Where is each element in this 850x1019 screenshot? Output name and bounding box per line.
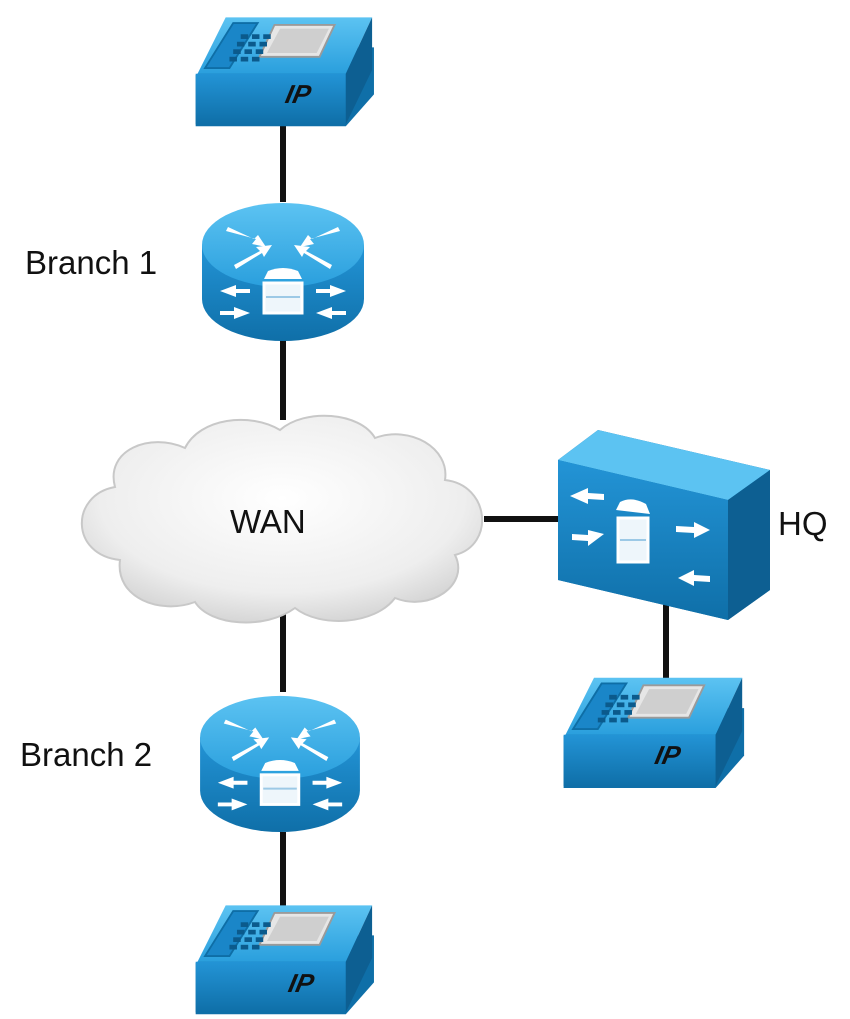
- call-manager-hq: [558, 430, 770, 620]
- ip-phone-branch2: IP: [194, 904, 375, 1016]
- call-manager-icon: [558, 430, 770, 620]
- voice-router-icon: [198, 694, 362, 834]
- branch1-label: Branch 1: [25, 244, 157, 281]
- router-branch2: [198, 694, 362, 834]
- ip-phone-hq: IP: [562, 676, 746, 789]
- ip-phone-branch1: IP: [194, 16, 375, 128]
- router-branch1: [200, 201, 366, 343]
- voice-router-icon: [200, 201, 366, 343]
- wan-label: WAN: [230, 503, 306, 540]
- cloud-icon: [80, 414, 484, 624]
- branch2-label: Branch 2: [20, 736, 152, 773]
- hq-label: HQ: [778, 505, 828, 542]
- link-lines: [280, 125, 669, 910]
- ip-phone-icon: [562, 676, 746, 789]
- ip-phone-icon: [194, 16, 375, 128]
- ip-phone-icon: [194, 904, 375, 1016]
- wan-cloud: WAN: [80, 414, 484, 624]
